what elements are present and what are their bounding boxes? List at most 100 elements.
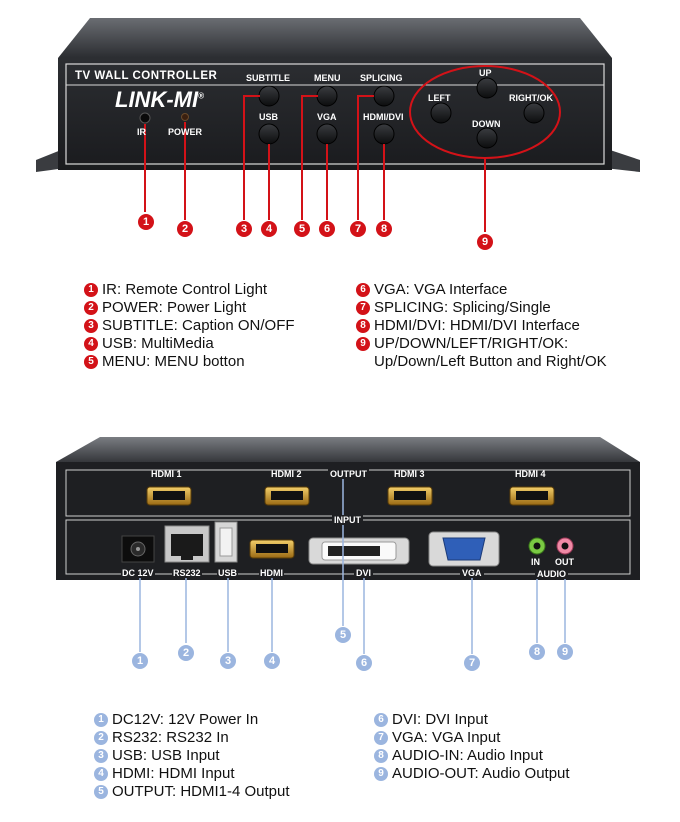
legend-number: 6 [374, 713, 388, 727]
label-usb: USB [259, 112, 279, 122]
front-unit [36, 18, 640, 172]
output-hdmi-ports [146, 486, 555, 506]
label-output: OUTPUT [328, 469, 369, 479]
legend-text: MENU: MENU botton [102, 353, 245, 370]
legend-text: AUDIO-IN: Audio Input [392, 747, 543, 764]
legend-item: 8 HDMI/DVI: HDMI/DVI Interface [356, 317, 607, 335]
label-menu: MENU [314, 73, 341, 83]
legend-text: UP/DOWN/LEFT/RIGHT/OK: [374, 335, 569, 352]
label-dvi: DVI [354, 568, 374, 578]
label-dc12v: DC 12V [121, 568, 155, 578]
legend-number: 4 [94, 767, 108, 781]
front-buttons [258, 77, 545, 149]
rear-leader-lines [139, 474, 566, 654]
legend-text: RS232: RS232 In [112, 729, 229, 746]
legend-number: 5 [94, 785, 108, 799]
label-rs232: RS232 [172, 568, 202, 578]
label-audio: AUDIO [535, 569, 568, 579]
front-callout-2: 2 [177, 221, 193, 237]
front-leader-lines [144, 95, 486, 232]
front-callout-5: 5 [294, 221, 310, 237]
legend-text: HDMI/DVI: HDMI/DVI Interface [374, 317, 580, 334]
legend-number: 6 [356, 283, 370, 297]
label-down: DOWN [472, 119, 501, 129]
brand-mark: ® [198, 91, 204, 101]
legend-item: 8 AUDIO-IN: Audio Input [374, 747, 570, 765]
front-callout-6: 6 [319, 221, 335, 237]
legend-item: 4 HDMI: HDMI Input [94, 765, 290, 783]
rear-callout-1: 1 [132, 653, 148, 669]
legend-number: 7 [356, 301, 370, 315]
label-input: INPUT [332, 515, 363, 525]
legend-item: 6 DVI: DVI Input [374, 711, 570, 729]
label-hdmi-1: HDMI 1 [151, 469, 182, 479]
label-usb-rear: USB [217, 568, 239, 578]
brand-logo: LINK-MI® [115, 87, 204, 113]
power-led [181, 113, 189, 121]
label-power: POWER [168, 127, 203, 137]
front-callout-9: 9 [477, 234, 493, 250]
label-ir: IR [137, 127, 146, 137]
legend-continuation: Up/Down/Left Button and Right/OK [374, 353, 607, 370]
legend-text: DC12V: 12V Power In [112, 711, 259, 728]
legend-text: VGA: VGA Input [392, 729, 501, 746]
label-hdmi-rear: HDMI [259, 568, 284, 578]
legend-number: 1 [84, 283, 98, 297]
legend-number: 5 [84, 355, 98, 369]
legend-number: 4 [84, 337, 98, 351]
label-splicing: SPLICING [360, 73, 403, 83]
legend-number: 9 [374, 767, 388, 781]
legend-item: 5 MENU: MENU botton [84, 353, 295, 371]
front-unit-top [58, 18, 612, 58]
input-ports [121, 521, 574, 567]
rear-callout-2: 2 [178, 645, 194, 661]
legend-text: IR: Remote Control Light [102, 281, 268, 298]
model-text: TV WALL CONTROLLER [75, 70, 218, 82]
front-right-ear [604, 148, 640, 172]
legend-text: DVI: DVI Input [392, 711, 488, 728]
legend-item: 9 UP/DOWN/LEFT/RIGHT/OK: [356, 335, 607, 353]
front-callout-7: 7 [350, 221, 366, 237]
legend-item: 1 IR: Remote Control Light [84, 281, 295, 299]
front-face [58, 58, 612, 170]
legend-number: 2 [84, 301, 98, 315]
legend-item: 1 DC12V: 12V Power In [94, 711, 290, 729]
legend-number: 8 [356, 319, 370, 333]
rear-unit-top [56, 437, 640, 462]
label-hdmi-4: HDMI 4 [515, 469, 546, 479]
label-hdmi-2: HDMI 2 [271, 469, 302, 479]
label-hdmi-3: HDMI 3 [394, 469, 425, 479]
legend-number: 1 [94, 713, 108, 727]
label-up: UP [479, 68, 492, 78]
front-face-border [65, 63, 605, 165]
legend-text: SUBTITLE: Caption ON/OFF [102, 317, 295, 334]
front-callout-1: 1 [138, 214, 154, 230]
legend-number: 9 [356, 337, 370, 351]
legend-text: HDMI: HDMI Input [112, 765, 235, 782]
label-right-ok: RIGHT/OK [509, 93, 553, 103]
label-vga: VGA [317, 112, 337, 122]
rear-callout-5: 5 [335, 627, 351, 643]
label-vga-rear: VGA [460, 568, 484, 578]
legend-text: USB: USB Input [112, 747, 220, 764]
rear-legend-right: 6 DVI: DVI Input 7 VGA: VGA Input 8 AUDIO-I… [374, 711, 570, 783]
rear-callout-9: 9 [557, 644, 573, 660]
rear-callout-3: 3 [220, 653, 236, 669]
label-audio-in: IN [531, 557, 540, 567]
legend-number: 8 [374, 749, 388, 763]
legend-text: SPLICING: Splicing/Single [374, 299, 551, 316]
label-hdmi-dvi: HDMI/DVI [363, 112, 404, 122]
rear-callout-7: 7 [464, 655, 480, 671]
legend-number: 7 [374, 731, 388, 745]
label-left: LEFT [428, 93, 451, 103]
rear-callout-4: 4 [264, 653, 280, 669]
